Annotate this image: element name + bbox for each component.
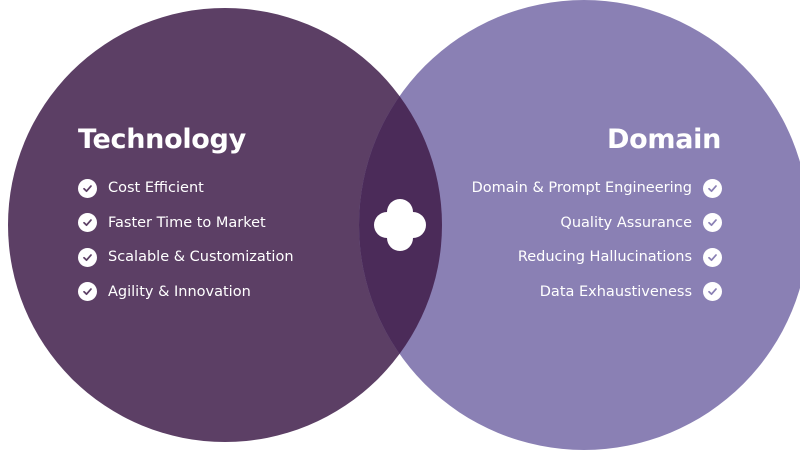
domain-item: Data Exhaustiveness <box>472 280 722 304</box>
technology-item: Cost Efficient <box>78 176 294 200</box>
technology-list: Cost Efficient Faster Time to Market Sca… <box>78 176 294 314</box>
check-circle-icon <box>703 213 722 232</box>
domain-list: Domain & Prompt Engineering Quality Assu… <box>472 176 722 314</box>
technology-title: Technology <box>78 124 246 155</box>
technology-item-label: Faster Time to Market <box>108 214 266 231</box>
domain-item-label: Reducing Hallucinations <box>517 249 692 265</box>
domain-item: Quality Assurance <box>472 211 722 235</box>
domain-title: Domain <box>607 124 721 155</box>
domain-circle <box>359 0 800 450</box>
technology-item: Faster Time to Market <box>78 211 294 235</box>
domain-item-label: Data Exhaustiveness <box>539 283 692 300</box>
domain-item-label: Quality Assurance <box>560 214 692 231</box>
technology-item: Scalable & Customization <box>78 245 294 269</box>
check-circle-icon <box>703 247 722 267</box>
domain-item: Reducing Hallucinations <box>472 245 722 269</box>
check-circle-icon <box>703 282 722 301</box>
check-circle-icon <box>78 247 97 267</box>
check-circle-icon <box>78 282 97 301</box>
domain-item-label: Domain & Prompt Engineering <box>471 180 692 196</box>
technology-circle <box>8 8 442 442</box>
check-circle-icon <box>78 178 97 198</box>
plus-icon <box>374 199 426 251</box>
check-circle-icon <box>703 178 722 198</box>
technology-item-label: Agility & Innovation <box>108 283 251 300</box>
technology-item-label: Cost Efficient <box>108 180 204 196</box>
domain-item: Domain & Prompt Engineering <box>472 176 722 200</box>
technology-item: Agility & Innovation <box>78 280 294 304</box>
technology-item-label: Scalable & Customization <box>108 249 294 265</box>
check-circle-icon <box>78 213 97 232</box>
